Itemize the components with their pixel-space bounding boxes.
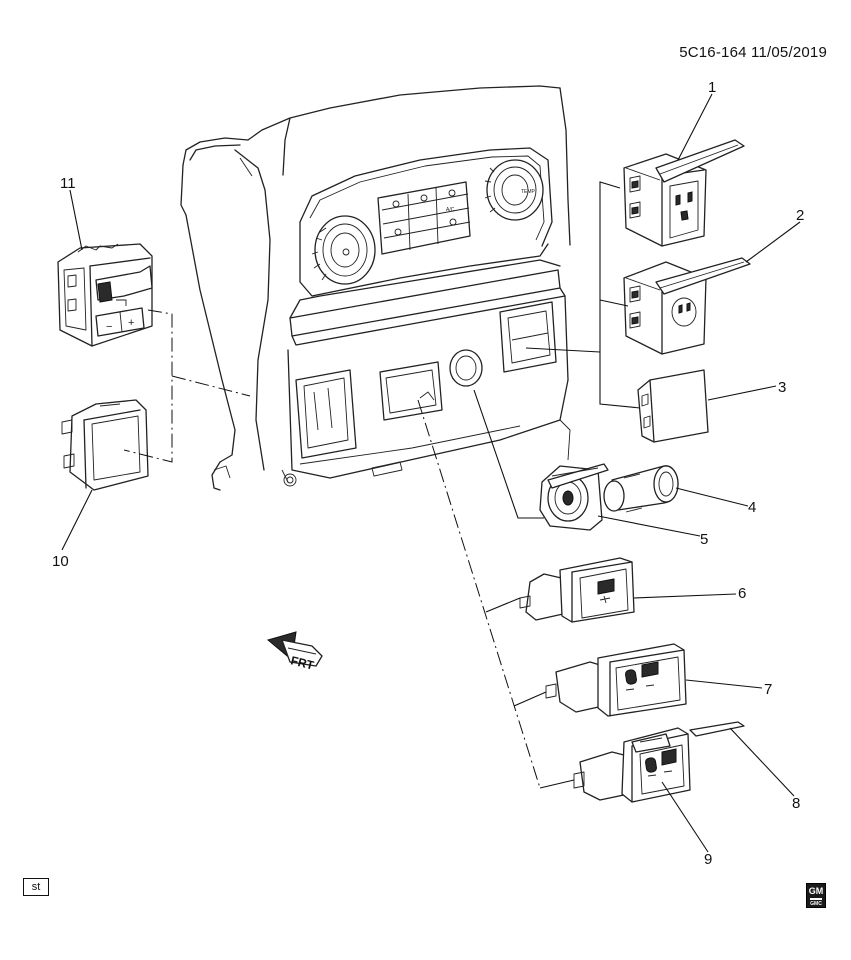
temp-label: TEMP	[521, 189, 536, 195]
centerlines	[123, 309, 541, 789]
diagram-code-date: 5C16-164 11/05/2019	[679, 44, 827, 61]
hvac-right-knob: TEMP	[484, 159, 544, 221]
part-2-power-outlet	[623, 257, 751, 355]
callout-5: 5	[700, 531, 708, 548]
frt-label: FRT	[289, 653, 316, 672]
callout-2: 2	[796, 207, 804, 224]
minus-label: −	[106, 321, 112, 333]
ac-label: A/C	[446, 207, 455, 213]
hvac-button-grid: A/C	[377, 181, 471, 255]
part-7-dual-usb-port	[545, 643, 687, 717]
callout-10: 10	[52, 553, 69, 570]
front-direction-marker: FRT	[266, 631, 323, 673]
plus-label: +	[128, 317, 134, 329]
st-badge: st	[23, 878, 49, 896]
callout-numbers: 1 2 3 4 5 6 7 8 9 10 11	[52, 79, 804, 868]
gm-logo-sub: GMC	[810, 901, 822, 907]
leader-lines	[61, 93, 801, 853]
part-10-switch-housing	[61, 399, 149, 491]
part-5-lighter-socket	[539, 463, 609, 531]
callout-8: 8	[792, 795, 800, 812]
gm-logo: GM GMC	[806, 883, 826, 908]
callout-4: 4	[748, 499, 756, 516]
callout-11: 11	[60, 175, 76, 192]
callout-1: 1	[708, 79, 716, 96]
part-8-retainer-clip	[689, 721, 745, 737]
part-6-single-usb-port	[519, 557, 635, 623]
part-1-ac-power-outlet	[623, 139, 745, 247]
center-console-bezel: TEMP A/C	[180, 85, 571, 491]
callout-3: 3	[778, 379, 786, 396]
part-11-trailer-brake-switch: − +	[57, 243, 153, 347]
callout-7: 7	[764, 681, 772, 698]
gm-logo-letters: GM	[808, 886, 824, 896]
callout-9: 9	[704, 851, 712, 868]
callout-6: 6	[738, 585, 746, 602]
part-4-cigar-lighter	[603, 465, 679, 513]
gm-logo-underline	[810, 898, 822, 900]
hvac-left-knob	[311, 215, 376, 285]
part-3-blank-cover	[637, 369, 709, 443]
part-9-dual-usb-with-cover	[573, 727, 691, 803]
